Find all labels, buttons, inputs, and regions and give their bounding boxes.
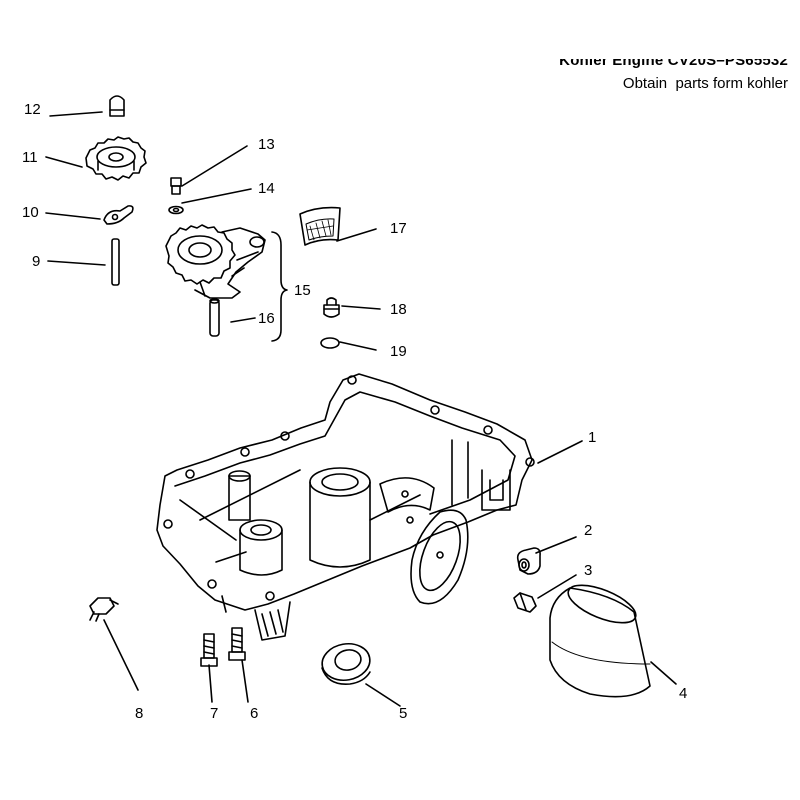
- callout-15: 15: [294, 282, 311, 299]
- callout-3: 3: [584, 562, 593, 579]
- leader-lines: [45, 111, 677, 707]
- pin-part: [111, 238, 120, 286]
- callout-12: 12: [24, 101, 41, 118]
- callout-11: 11: [22, 149, 38, 166]
- oil-seal-part: [321, 642, 371, 685]
- callout-6: 6: [250, 705, 259, 722]
- callout-2: 2: [584, 522, 593, 539]
- callout-7: 7: [210, 705, 219, 722]
- callout-1: 1: [588, 429, 597, 446]
- bushing-part: [516, 547, 541, 575]
- callout-14: 14: [258, 180, 275, 197]
- bolt-parts: [200, 627, 246, 667]
- callout-17: 17: [390, 220, 407, 237]
- diagram-subtitle: Obtain parts form kohler: [622, 75, 788, 92]
- callout-9: 9: [32, 253, 41, 270]
- plug-part: [109, 95, 125, 117]
- oil-filter-part: [549, 584, 651, 698]
- bracket-part: [103, 205, 134, 225]
- gear-part: [85, 136, 147, 181]
- callout-13: 13: [258, 136, 275, 153]
- closure-plate-part: [156, 373, 535, 641]
- group-brace: [271, 231, 288, 342]
- callout-18: 18: [390, 301, 407, 318]
- dowel-part: [209, 298, 220, 337]
- diagram-title: Kohler Engine CV20S–PS65532: [559, 52, 788, 69]
- o-ring-part: [320, 337, 340, 349]
- valve-plug-part: [323, 297, 340, 318]
- oil-pump-part: [165, 224, 266, 299]
- callout-8: 8: [135, 705, 144, 722]
- callout-19: 19: [390, 343, 407, 360]
- callout-4: 4: [679, 685, 688, 702]
- oil-switch-part: [89, 597, 119, 622]
- screen-part: [299, 206, 341, 246]
- screw-washer-parts: [168, 177, 184, 215]
- callout-10: 10: [22, 204, 39, 221]
- callout-16: 16: [258, 310, 275, 327]
- fitting-part: [513, 592, 537, 613]
- callout-5: 5: [399, 705, 408, 722]
